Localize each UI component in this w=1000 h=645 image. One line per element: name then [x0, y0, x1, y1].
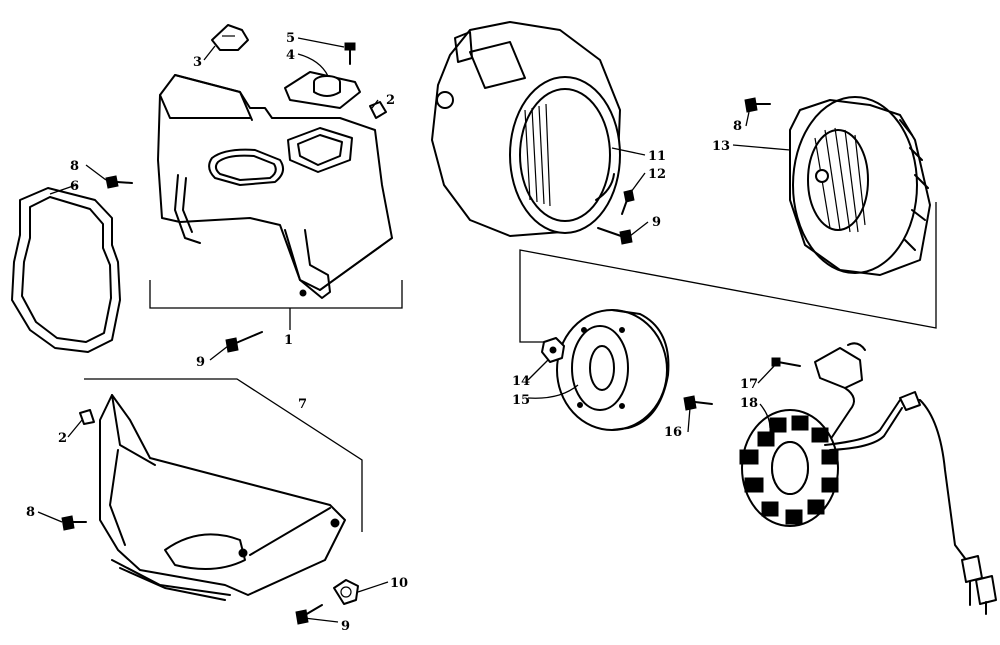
bracket-part-13: [519, 202, 937, 343]
callout-14: 14: [512, 374, 530, 389]
callout-6: 6: [70, 179, 79, 194]
bracket-part-1: [149, 280, 403, 309]
callout-8-fan: 8: [733, 119, 742, 134]
stator-part-18: [739, 409, 839, 527]
bolt-part-9-lower: [295, 604, 323, 625]
leader-part-7: [84, 378, 363, 532]
callout-18: 18: [740, 396, 758, 411]
flywheel-part-15: [556, 309, 670, 431]
clip-part-2-upper: [369, 101, 387, 119]
bolt-part-8-fan: [744, 97, 771, 113]
callout-12: 12: [648, 167, 666, 182]
clamp-part-10: [333, 579, 359, 605]
callout-15: 15: [512, 393, 530, 408]
callout-9-housing: 9: [652, 215, 661, 230]
bolt-part-16: [683, 395, 713, 411]
lower-shroud-part-7: [99, 394, 346, 601]
fan-housing-part-11: [431, 21, 621, 237]
callout-2-upper: 2: [386, 93, 395, 108]
cooling-fan-part-13: [789, 96, 931, 276]
callout-3: 3: [193, 55, 202, 70]
callout-2-lower: 2: [58, 431, 67, 446]
bolt-part-9-upper: [225, 331, 263, 353]
clip-part-3: [211, 24, 249, 51]
callout-4: 4: [286, 48, 295, 63]
callout-7: 7: [298, 397, 307, 412]
callout-5: 5: [286, 31, 295, 46]
callout-labels: 1 2 2 3 4 5 6 7 8 8 8 9 9 9 10 11 12 13 …: [26, 31, 758, 634]
screw-part-5: [344, 42, 356, 65]
gasket-part-6: [11, 187, 121, 353]
bolt-part-12: [621, 189, 635, 215]
bolt-part-8-lower: [61, 515, 87, 531]
callout-8-left: 8: [70, 159, 79, 174]
callout-16: 16: [664, 425, 682, 440]
callout-1: 1: [284, 333, 293, 348]
nut-part-14: [541, 337, 565, 363]
callout-9-upper: 9: [196, 355, 205, 370]
leader-lines: [37, 37, 791, 623]
callout-17: 17: [740, 377, 758, 392]
callout-10: 10: [390, 576, 408, 591]
plate-part-4: [284, 71, 361, 109]
upper-shroud-part-1: [157, 74, 393, 299]
clip-part-2-lower: [79, 409, 95, 425]
pickup-sensor-part-17: [771, 342, 866, 441]
bolt-part-9-housing: [597, 227, 633, 245]
bolt-part-8-left: [105, 175, 133, 189]
callout-9-lower: 9: [341, 619, 350, 634]
callout-8-lower: 8: [26, 505, 35, 520]
wire-harness: [824, 391, 997, 615]
callout-11: 11: [648, 149, 666, 164]
callout-13: 13: [712, 139, 730, 154]
